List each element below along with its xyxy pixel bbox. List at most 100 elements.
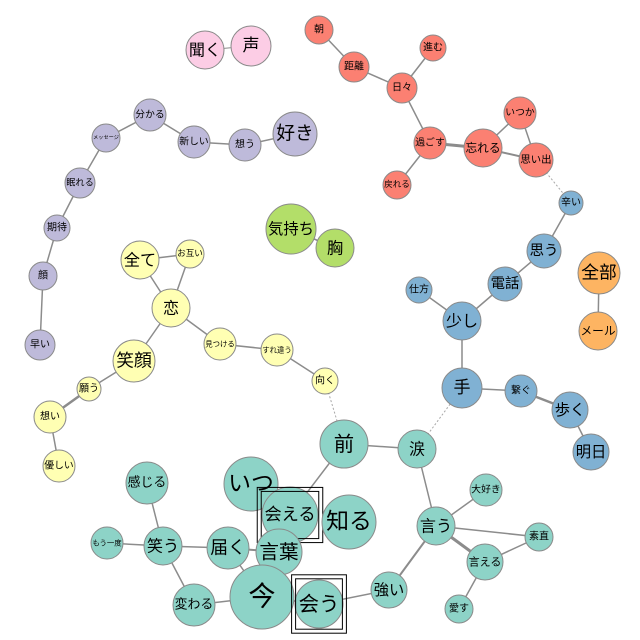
node-label: 少し xyxy=(446,312,478,331)
node-shiru[interactable]: 知る xyxy=(321,494,377,550)
node-circle xyxy=(578,311,618,351)
node-label: 向く xyxy=(315,374,335,387)
node-label: 仕方 xyxy=(409,283,429,296)
node-label: 思い出 xyxy=(520,153,551,166)
node-mail[interactable]: メール xyxy=(578,311,618,351)
node-circle xyxy=(294,579,344,629)
node-label: 辛い xyxy=(561,196,581,209)
node-circle xyxy=(172,583,216,627)
node-moichido[interactable]: もう一度 xyxy=(90,526,124,560)
node-denwa[interactable]: 電話 xyxy=(487,266,523,302)
node-subete[interactable]: 全て xyxy=(120,240,160,280)
node-kitai[interactable]: 期待 xyxy=(43,214,71,242)
node-kotoba[interactable]: 言葉 xyxy=(255,528,303,576)
node-label: 言葉 xyxy=(259,541,298,564)
node-iu[interactable]: 言う xyxy=(416,506,456,546)
node-shikata[interactable]: 仕方 xyxy=(405,276,433,304)
node-aisu[interactable]: 愛す xyxy=(444,594,474,624)
node-muku[interactable]: 向く xyxy=(311,367,339,395)
node-message[interactable]: メッセージ xyxy=(91,123,121,153)
node-nemureru[interactable]: 眠れる xyxy=(64,167,96,199)
node-koi[interactable]: 恋 xyxy=(151,288,191,328)
node-circle xyxy=(304,15,334,45)
node-yasashii[interactable]: 優しい xyxy=(42,449,76,483)
node-omou_l[interactable]: 想う xyxy=(228,128,262,162)
node-circle xyxy=(463,128,503,168)
node-omoi[interactable]: 想い xyxy=(33,400,67,434)
node-hayai[interactable]: 早い xyxy=(24,329,56,361)
node-label: 距離 xyxy=(344,60,364,73)
node-tsuyoi[interactable]: 強い xyxy=(370,571,408,609)
node-mitsukeru[interactable]: 見つける xyxy=(203,327,237,361)
node-todoku[interactable]: 届く xyxy=(206,526,250,570)
node-atarashii[interactable]: 新しい xyxy=(177,125,211,159)
node-kimochi[interactable]: 気持ち xyxy=(265,203,317,255)
node-modoreru[interactable]: 戻れる xyxy=(382,170,412,200)
node-itsuka[interactable]: いつか xyxy=(503,96,537,130)
node-label: 忘れる xyxy=(465,141,500,155)
node-negau[interactable]: 願う xyxy=(76,376,102,402)
node-circle xyxy=(228,128,262,162)
node-kawaru[interactable]: 変わる xyxy=(172,583,216,627)
node-itsu[interactable]: いつ xyxy=(223,456,279,512)
node-label: 愛す xyxy=(449,602,469,615)
node-hibi[interactable]: 日々 xyxy=(386,72,418,104)
node-kiku[interactable]: 聞く xyxy=(185,30,225,70)
node-susumu[interactable]: 進む xyxy=(419,34,447,62)
node-circle xyxy=(413,126,447,160)
node-asa[interactable]: 朝 xyxy=(304,15,334,45)
node-circle xyxy=(260,333,294,367)
node-label: 聞く xyxy=(189,41,221,60)
node-label: 大好き xyxy=(471,483,500,496)
node-label: 言う xyxy=(420,517,452,536)
node-omou_b[interactable]: 思う xyxy=(526,233,562,269)
node-ima[interactable]: 今 xyxy=(229,564,295,630)
node-label: 進む xyxy=(423,42,443,54)
node-kao[interactable]: 顔 xyxy=(28,261,58,291)
node-sukoshi[interactable]: 少し xyxy=(442,301,482,341)
node-warau[interactable]: 笑う xyxy=(143,526,183,566)
node-sugosu[interactable]: 過ごす xyxy=(413,126,447,160)
node-surechigau[interactable]: すれ違う xyxy=(260,333,294,367)
node-label: 胸 xyxy=(327,239,343,258)
node-circle xyxy=(91,123,121,153)
node-daisuki[interactable]: 大好き xyxy=(469,473,503,507)
node-circle xyxy=(382,170,412,200)
node-aruku[interactable]: 歩く xyxy=(551,391,589,429)
node-circle xyxy=(397,429,437,469)
node-label: 言える xyxy=(469,556,502,569)
node-circle xyxy=(526,233,562,269)
node-wasureru[interactable]: 忘れる xyxy=(463,128,503,168)
node-omoide[interactable]: 思い出 xyxy=(518,142,554,178)
node-label: 前 xyxy=(334,432,354,456)
node-label: 手 xyxy=(454,378,471,398)
node-suki[interactable]: 好き xyxy=(272,111,318,157)
node-mae[interactable]: 前 xyxy=(319,419,369,469)
node-label: 優しい xyxy=(44,459,73,472)
node-label: 全部 xyxy=(581,263,617,284)
node-label: 早い xyxy=(30,339,50,351)
node-zenbu[interactable]: 全部 xyxy=(577,251,621,295)
node-kyori[interactable]: 距離 xyxy=(338,51,370,83)
node-wakaru[interactable]: 分かる xyxy=(133,98,167,132)
node-mune[interactable]: 胸 xyxy=(315,228,355,268)
node-te[interactable]: 手 xyxy=(441,367,483,409)
node-circle xyxy=(76,376,102,402)
node-ieru[interactable]: 言える xyxy=(466,543,504,581)
node-label: 眠れる xyxy=(66,178,94,189)
node-label: お互い xyxy=(177,248,203,259)
node-ashita[interactable]: 明日 xyxy=(572,433,610,471)
node-au[interactable]: 会う xyxy=(291,574,347,634)
node-tsunagu[interactable]: 繋ぐ xyxy=(504,374,538,408)
node-sunao[interactable]: 素直 xyxy=(524,522,554,552)
node-circle xyxy=(125,461,169,505)
node-kanjiru[interactable]: 感じる xyxy=(125,461,169,505)
node-label: 分かる xyxy=(135,109,164,121)
node-otagai[interactable]: お互い xyxy=(175,239,205,269)
edge-muku-mae xyxy=(324,380,345,445)
node-egao[interactable]: 笑顔 xyxy=(112,339,156,383)
node-tsurai[interactable]: 辛い xyxy=(558,190,584,216)
node-circle xyxy=(120,240,160,280)
node-koe[interactable]: 声 xyxy=(230,25,272,67)
node-namida[interactable]: 涙 xyxy=(397,429,437,469)
